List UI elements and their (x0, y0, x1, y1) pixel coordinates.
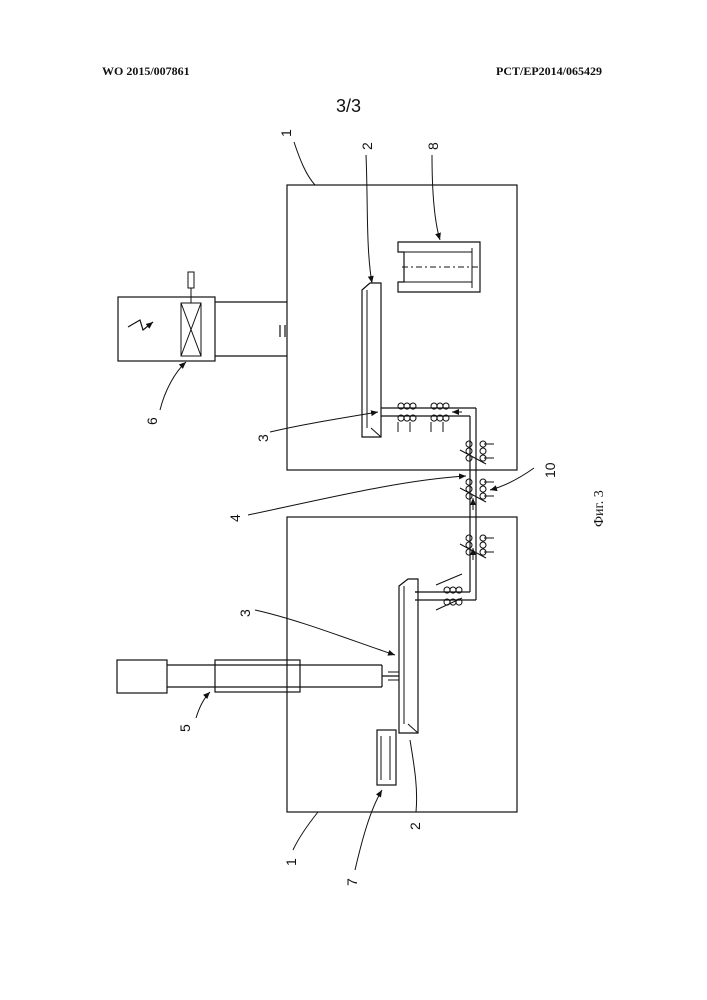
label-7: 7 (344, 878, 360, 886)
label-10: 10 (542, 462, 558, 478)
upper-transfer-arm (381, 408, 476, 600)
label-5: 5 (177, 724, 193, 732)
holder (398, 242, 480, 292)
label-3-bottom: 3 (237, 609, 253, 617)
label-8: 8 (425, 142, 441, 150)
upper-chamber (287, 185, 517, 470)
leader-lines (160, 142, 534, 870)
label-2-top: 2 (359, 142, 375, 150)
actuator (117, 660, 399, 693)
lower-tray (399, 579, 418, 733)
coil-group-vertical (460, 441, 494, 558)
label-3-top: 3 (255, 434, 271, 442)
label-4: 4 (227, 514, 243, 522)
label-2-bottom: 2 (407, 822, 423, 830)
label-1-bottom: 1 (283, 858, 299, 866)
label-1-top: 1 (278, 129, 294, 137)
sensor (377, 730, 396, 785)
label-6: 6 (144, 417, 160, 425)
figure-caption: Фиг. 3 (592, 490, 607, 527)
coil-group-upper (398, 403, 449, 432)
power-unit (118, 272, 287, 361)
